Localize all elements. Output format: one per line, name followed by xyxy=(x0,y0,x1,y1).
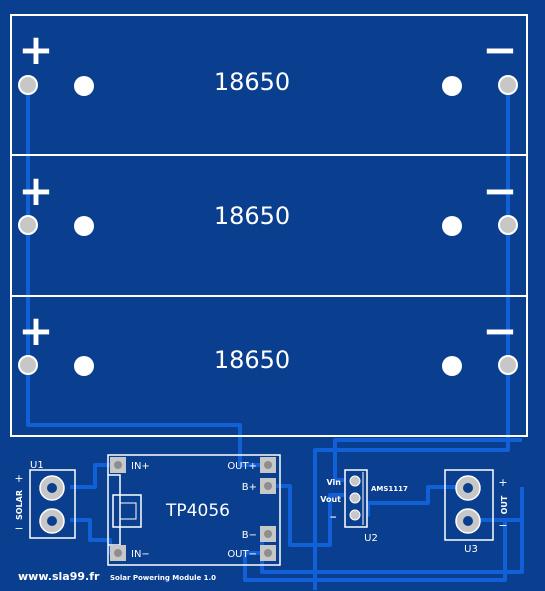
battery-3-plus: + xyxy=(18,306,53,355)
u1-solar-label: SOLAR xyxy=(15,490,24,520)
u1-screw-minus-center xyxy=(47,516,57,526)
label-out-plus: OUT+ xyxy=(227,461,257,472)
usb-connector xyxy=(112,494,142,528)
u3-out-label: OUT xyxy=(500,495,509,514)
u2-gnd-label: − xyxy=(329,513,337,523)
u2-part-label: AMS1117 xyxy=(371,485,408,493)
label-in-minus: IN− xyxy=(131,549,150,560)
label-in-plus: IN+ xyxy=(131,461,150,472)
u3-outline xyxy=(444,469,494,541)
module-name-label: Solar Powering Module 1.0 xyxy=(110,574,216,582)
tp4056-module: TP4056 IN+ IN− OUT+ B+ B− OUT− xyxy=(107,454,281,566)
pad-b-plus-hole xyxy=(264,482,272,490)
u2-vout-label: Vout xyxy=(320,495,341,504)
u1-ref: U1 xyxy=(30,460,44,471)
battery-1-minus: − xyxy=(482,25,517,74)
label-b-plus: B+ xyxy=(242,482,257,493)
website-label: www.sla99.fr xyxy=(18,570,100,583)
battery-2-pad-plus xyxy=(18,215,38,235)
battery-2-plus: + xyxy=(18,166,53,215)
u3-screw-minus-center xyxy=(463,516,473,526)
battery-3-hole-right xyxy=(442,356,462,376)
battery-2-hole-right xyxy=(442,216,462,236)
u1-solar-terminal: U1 + SOLAR − xyxy=(14,460,76,539)
u2-ams1117: Vin Vout − AMS1117 U2 xyxy=(320,469,408,544)
battery-3-hole-left xyxy=(74,356,94,376)
tp4056-outline xyxy=(107,454,281,566)
u2-pin-vout xyxy=(349,492,361,504)
pad-out-plus-hole xyxy=(264,461,272,469)
u1-plus-label: + xyxy=(14,472,23,485)
battery-3-pad-plus xyxy=(18,355,38,375)
u2-pin-vin xyxy=(349,475,361,487)
battery-1-hole-left xyxy=(74,76,94,96)
pad-in-plus-hole xyxy=(114,461,122,469)
battery-3-minus: − xyxy=(482,306,517,355)
u3-minus-label: − xyxy=(498,519,507,532)
battery-3-pad-minus xyxy=(498,355,518,375)
u1-minus-label: − xyxy=(14,522,23,535)
u3-plus-label: + xyxy=(498,476,507,489)
battery-2-hole-left xyxy=(74,216,94,236)
tp4056-name: TP4056 xyxy=(165,501,230,521)
battery-2-minus: − xyxy=(482,166,517,215)
u2-vin-label: Vin xyxy=(327,478,342,487)
battery-1-plus: + xyxy=(18,25,53,74)
battery-2: + − 18650 xyxy=(18,166,518,236)
battery-3-label: 18650 xyxy=(214,346,290,374)
battery-1: + − 18650 xyxy=(18,25,518,96)
battery-1-hole-right xyxy=(442,76,462,96)
battery-2-pad-minus xyxy=(498,215,518,235)
battery-2-label: 18650 xyxy=(214,202,290,230)
battery-1-label: 18650 xyxy=(214,68,290,96)
battery-3: + − 18650 xyxy=(18,306,518,376)
u3-screw-plus-center xyxy=(463,483,473,493)
battery-1-pad-minus xyxy=(498,75,518,95)
u3-ref: U3 xyxy=(464,544,478,555)
u2-ref: U2 xyxy=(364,533,378,544)
pad-b-minus-hole xyxy=(264,530,272,538)
label-out-minus: OUT− xyxy=(227,549,257,560)
pad-out-minus-hole xyxy=(264,549,272,557)
battery-outlines xyxy=(10,14,528,437)
battery-1-pad-plus xyxy=(18,75,38,95)
u3-output-terminal: + OUT − U3 xyxy=(444,469,509,555)
usb-connector-inner xyxy=(119,502,137,520)
battery-3-outline xyxy=(10,295,528,437)
u2-pin-gnd xyxy=(349,509,361,521)
label-b-minus: B− xyxy=(242,530,257,541)
u1-screw-plus-center xyxy=(47,483,57,493)
pad-in-minus-hole xyxy=(114,549,122,557)
u1-outline xyxy=(29,469,76,539)
